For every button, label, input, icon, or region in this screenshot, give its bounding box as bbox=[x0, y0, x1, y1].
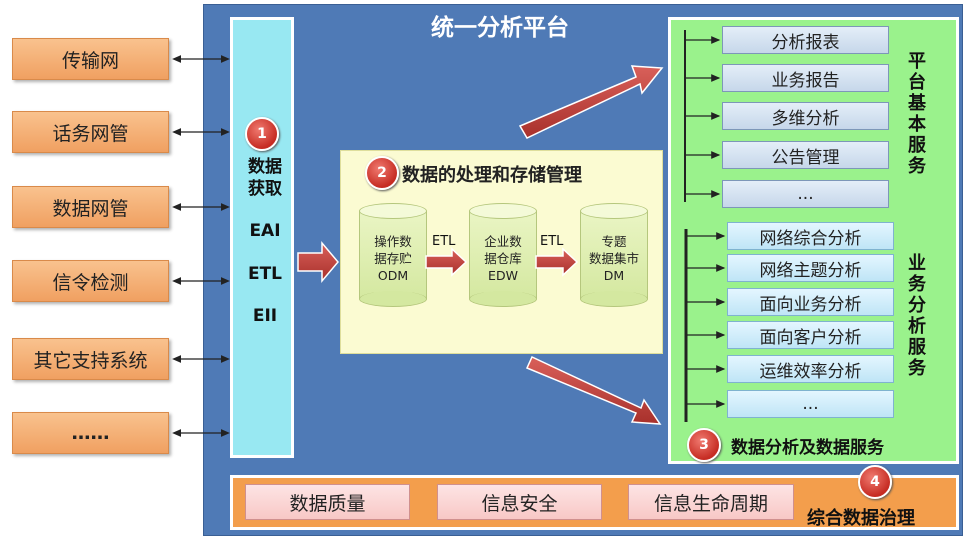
platform-services-label: 平 台 基 本 服 务 bbox=[908, 51, 926, 177]
platform-service-item: ... bbox=[722, 180, 889, 208]
store-label: 数据集市 bbox=[588, 251, 639, 266]
platform-service-item: 多维分析 bbox=[722, 102, 889, 130]
step-badge: 3 bbox=[687, 428, 721, 462]
store-label: 专题 bbox=[601, 234, 627, 249]
store-label: DM bbox=[603, 268, 625, 283]
double-arrow-icon bbox=[172, 55, 230, 437]
acquisition-panel: 1 数据 获取 EAI ETL EII bbox=[230, 17, 294, 458]
business-service-item: 网络主题分析 bbox=[727, 254, 894, 282]
source-system: …… bbox=[12, 412, 169, 454]
business-services-label: 业 务 分 析 服 务 bbox=[908, 253, 926, 379]
platform-title: 统一分析平台 bbox=[431, 15, 569, 41]
platform-service-item: 公告管理 bbox=[722, 141, 889, 169]
business-service-item: 面向业务分析 bbox=[727, 288, 894, 316]
step-badge: 2 bbox=[365, 156, 399, 190]
source-system: 传输网 bbox=[12, 38, 169, 80]
acquisition-title-line2: 获取 bbox=[248, 179, 282, 199]
business-service-item: 面向客户分析 bbox=[727, 321, 894, 349]
step-badge: 4 bbox=[858, 465, 892, 499]
platform-service-item: 业务报告 bbox=[722, 64, 889, 92]
platform-service-item: 分析报表 bbox=[722, 26, 889, 54]
processing-title: 数据的处理和存储管理 bbox=[402, 165, 582, 186]
business-service-item: 网络综合分析 bbox=[727, 222, 894, 250]
etl-label: ETL bbox=[540, 234, 564, 249]
governance-title: 综合数据治理 bbox=[807, 508, 915, 529]
source-system: 数据网管 bbox=[12, 186, 169, 228]
store-label: EDW bbox=[488, 268, 518, 283]
source-system: 其它支持系统 bbox=[12, 338, 169, 380]
acquisition-item: ETL bbox=[247, 264, 283, 284]
etl-label: ETL bbox=[432, 234, 456, 249]
store-label: 企业数 bbox=[484, 234, 522, 249]
analysis-title: 数据分析及数据服务 bbox=[731, 438, 884, 458]
source-system: 信令检测 bbox=[12, 260, 169, 302]
store-label: 据存贮 bbox=[374, 251, 412, 266]
data-store-dm: 专题 数据集市 DM bbox=[580, 203, 648, 307]
business-service-item: ... bbox=[727, 390, 894, 418]
acquisition-item: EII bbox=[252, 306, 278, 326]
acquisition-title-line1: 数据 bbox=[248, 157, 282, 177]
data-store-odm: 操作数 据存贮 ODM bbox=[359, 203, 427, 307]
store-label: 操作数 bbox=[374, 234, 412, 249]
acquisition-item: EAI bbox=[249, 221, 281, 241]
data-store-edw: 企业数 据仓库 EDW bbox=[469, 203, 537, 307]
store-label: 据仓库 bbox=[484, 251, 522, 266]
governance-item: 信息生命周期 bbox=[628, 484, 794, 520]
flow-arrow-icon bbox=[297, 65, 664, 425]
store-label: ODM bbox=[377, 268, 409, 283]
business-service-item: 运维效率分析 bbox=[727, 355, 894, 383]
step-badge: 1 bbox=[245, 117, 279, 151]
governance-item: 信息安全 bbox=[437, 484, 602, 520]
source-system: 话务网管 bbox=[12, 111, 169, 153]
governance-item: 数据质量 bbox=[245, 484, 410, 520]
